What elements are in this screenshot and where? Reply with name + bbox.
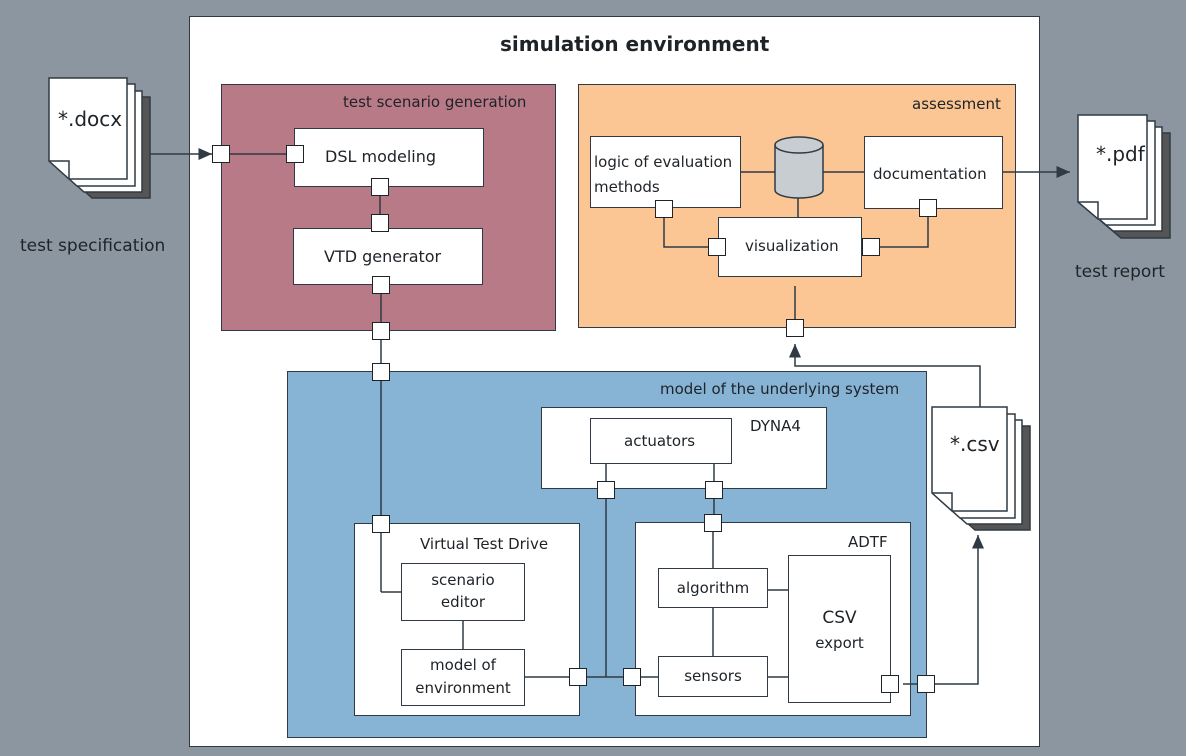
logic-of-evaluation-box [590,136,741,208]
port-logic-output [655,200,673,218]
actuators-box [590,418,732,464]
algorithm-label: algorithm [676,579,750,597]
visualization-box [718,217,862,277]
csv-doc-to-assessment-line [789,344,981,407]
port-dyna4-left [597,481,615,499]
port-documentation-output [919,199,937,217]
scenario-editor-line1: scenario [431,571,495,589]
csv-export-box [788,555,891,703]
csv-label: *.csv [950,432,1000,456]
docx-label: *.docx [58,107,123,131]
port-adtf-input [704,514,722,532]
csv-export-line1: CSV [822,608,857,628]
sensors-box [658,656,768,697]
port-scenario-input [212,145,230,163]
model-of-environment-line2: environment [415,679,511,697]
virtual-test-drive-label: Virtual Test Drive [420,535,549,553]
port-visualization-right [862,238,880,256]
csv-export-line2: export [815,634,864,652]
model-of-environment-box [401,649,525,706]
port-vtd-output [569,668,587,686]
pdf-document-icon [1077,114,1171,239]
assessment-label: assessment [912,95,1001,113]
logic-of-evaluation-line1: logic of evaluation [594,153,733,171]
documentation-label: documentation [873,165,987,183]
model-of-underlying-system-label: model of the underlying system [660,380,900,398]
visualization-label: visualization [745,237,839,255]
vtd-generator-label: VTD generator [324,247,442,266]
port-adtf-sensors-input [623,668,641,686]
diagram-title: simulation environment [500,32,770,56]
port-assessment-input [786,319,804,337]
database-icon [774,136,824,199]
dyna4-label: DYNA4 [750,417,801,435]
logic-of-evaluation-line2: methods [594,178,660,196]
test-report-caption: test report [1075,262,1165,282]
scenario-editor-box [401,563,525,621]
algorithm-box [658,568,768,608]
documentation-box [864,136,1003,209]
port-vtd-gen-output [372,276,390,294]
port-vtd-gen-input [371,214,389,232]
port-csv-export-output [881,675,899,693]
port-vtd-input [372,515,390,533]
csv-document-icon [931,406,1031,531]
port-visualization-left [708,238,726,256]
port-model-system-input [372,363,390,381]
model-of-environment-line1: model of [430,656,496,674]
dsl-modeling-label: DSL modeling [325,147,437,166]
port-dyna4-right [705,481,723,499]
port-dsl-input [286,145,304,163]
port-adtf-output [917,675,935,693]
adtf-label: ADTF [848,533,888,551]
port-dsl-output [371,178,389,196]
docx-document-icon [48,77,151,199]
pdf-label: *.pdf [1096,142,1145,166]
scenario-editor-line2: editor [440,593,486,611]
csv-export-to-csv-doc-line [935,535,984,685]
actuators-label: actuators [624,432,696,450]
test-specification-caption: test specification [20,236,166,256]
sensors-label: sensors [684,667,742,685]
test-scenario-generation-label: test scenario generation [343,93,527,111]
port-scenario-panel-output [372,322,390,340]
